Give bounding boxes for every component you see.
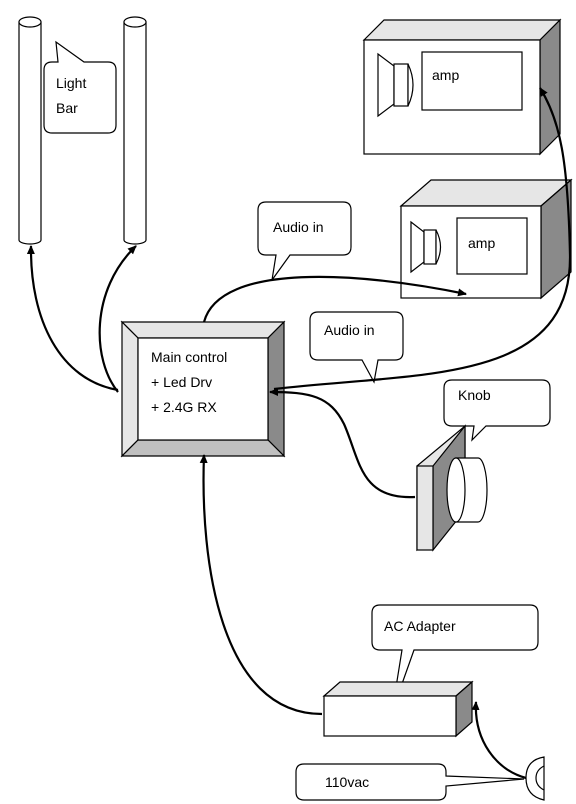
speaker-icon (410, 220, 442, 274)
main-control-label-line2: + Led Drv (151, 374, 212, 390)
amp-top-label: amp (432, 67, 459, 83)
amp-middle: amp (399, 178, 573, 300)
wire-main-to-light-bar-right (98, 245, 137, 393)
wire-adapter-to-main (199, 454, 323, 716)
light-bar (18, 16, 147, 245)
audio-in-label-2: Audio in (324, 322, 375, 338)
audio-in-callout-2: Audio in (309, 311, 404, 384)
main-control-label-line1: Main control (151, 349, 227, 365)
wire-audio-in-to-amp-middle (202, 275, 467, 323)
wire-plug-to-adapter (471, 701, 527, 780)
amp-middle-label: amp (468, 235, 495, 251)
light-bar-tube-right (123, 16, 147, 245)
wire-audio-in-to-amp-top (273, 87, 572, 391)
mains-plug-icon (525, 756, 545, 801)
ac-adapter-label: AC Adapter (384, 618, 456, 634)
ac-adapter-box (322, 680, 474, 738)
mains-label: 110vac (325, 774, 369, 790)
light-bar-callout: Light Bar (43, 40, 117, 134)
wire-knob-to-main (269, 388, 416, 499)
knob-callout: Knob (443, 379, 551, 442)
wire-main-to-light-bar-left (26, 245, 119, 392)
connections (26, 87, 572, 780)
main-control-label-line3: + 2.4G RX (151, 399, 217, 415)
light-bar-tube-left (18, 16, 42, 245)
amp-top: amp (362, 18, 562, 156)
mains-callout: 110vac (295, 763, 525, 801)
main-control-box: Main control + Led Drv + 2.4G RX (120, 320, 286, 458)
speaker-icon (377, 52, 414, 118)
knob-label: Knob (458, 387, 491, 403)
light-bar-label-line2: Bar (56, 100, 78, 116)
audio-in-label-1: Audio in (273, 219, 324, 235)
ac-adapter-callout: AC Adapter (371, 604, 539, 713)
light-bar-label-line1: Light (56, 75, 86, 91)
audio-in-callout-1: Audio in (257, 201, 352, 281)
knob (416, 424, 488, 552)
